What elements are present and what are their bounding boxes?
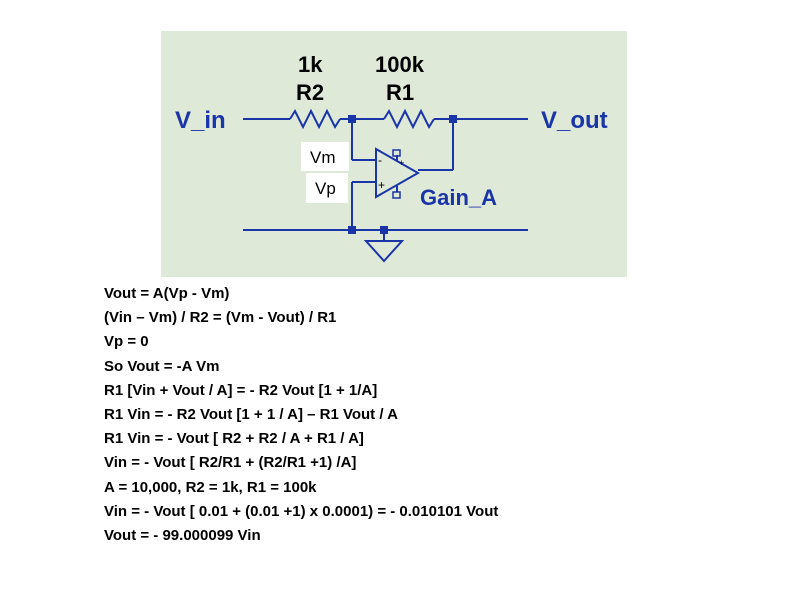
output-label: V_out — [541, 107, 608, 134]
equation-line: Vout = A(Vp - Vm) — [104, 285, 230, 302]
opamp-supply-top-pin — [392, 149, 401, 157]
node-label-vm: Vm — [310, 148, 336, 167]
ground-symbol — [363, 240, 405, 263]
node-box-vm — [301, 142, 349, 171]
node-label-vp: Vp — [315, 179, 336, 198]
opamp-minus-sign: - — [378, 153, 382, 167]
r2-value-label: 1k — [298, 52, 323, 77]
junction-dot-plus-node — [348, 226, 356, 234]
opamp-plus-sign: + — [378, 178, 385, 192]
junction-dot-minus-node — [348, 115, 356, 123]
equation-line: R1 Vin = - Vout [ R2 + R2 / A + R1 / A] — [104, 430, 364, 448]
equation-line: Vout = - 99.000099 Vin — [104, 527, 261, 545]
schematic-canvas — [161, 31, 627, 277]
equation-line: (Vin – Vm) / R2 = (Vm - Vout) / R1 — [104, 309, 337, 327]
junction-dot-output-node — [449, 115, 457, 123]
r2-name-label: R2 — [296, 80, 324, 105]
opamp-supply-plus: + — [399, 158, 404, 168]
equation-line: Vin = - Vout [ 0.01 + (0.01 +1) x 0.0001… — [104, 502, 499, 520]
input-label: V_in — [175, 107, 226, 134]
equation-line: Vp = 0 — [104, 333, 149, 351]
resistor-r1 — [383, 108, 435, 130]
junction-dot-ground-node — [380, 226, 388, 234]
equation-line: A = 10,000, R2 = 1k, R1 = 100k — [104, 478, 317, 496]
r1-value-label: 100k — [375, 52, 425, 77]
opamp-supply-bottom-pin — [392, 191, 401, 199]
equation-list: Vout = A(Vp - Vm) (Vin – Vm) / R2 = (Vm … — [104, 282, 664, 548]
node-box-vp — [306, 173, 348, 203]
equation-line: Vin = - Vout [ R2/R1 + (R2/R1 +1) /A] — [104, 454, 357, 472]
r1-name-label: R1 — [386, 80, 414, 105]
equation-line: R1 [Vin + Vout / A] = - R2 Vout [1 + 1/A… — [104, 381, 378, 399]
resistor-r2 — [289, 108, 341, 130]
opamp-name-label: Gain_A — [420, 185, 497, 210]
equation-line: So Vout = -A Vm — [104, 357, 220, 375]
equation-line: R1 Vin = - R2 Vout [1 + 1 / A] – R1 Vout… — [104, 406, 398, 424]
